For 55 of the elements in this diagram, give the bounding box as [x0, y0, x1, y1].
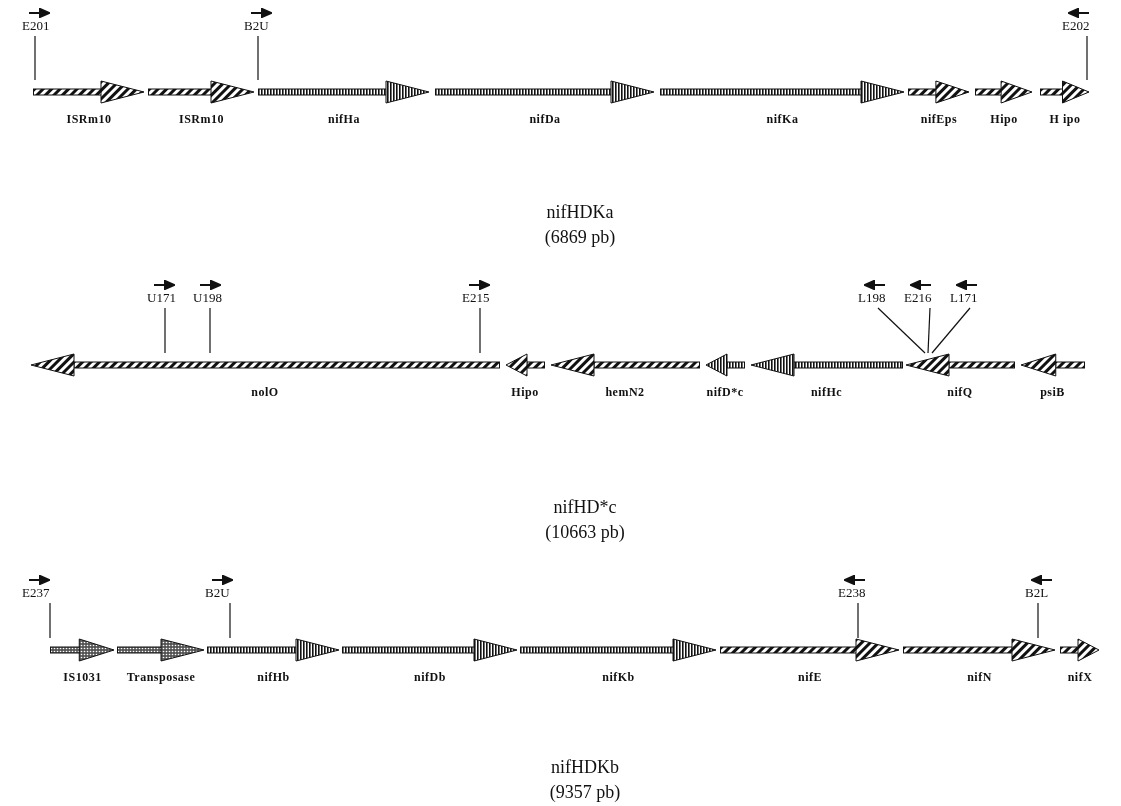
primer-name: L171: [950, 290, 978, 306]
leader-line: [34, 35, 36, 81]
gene-name: nifHa: [328, 112, 360, 127]
leader-line: [479, 307, 481, 354]
gene-name: nifDb: [414, 670, 446, 685]
gene-name: ISRm10: [66, 112, 112, 127]
primer-name: B2U: [244, 18, 269, 34]
gene-name: nifE: [798, 670, 822, 685]
gene-name: psiB: [1040, 385, 1065, 400]
gene-name: H ipo: [1049, 112, 1081, 127]
primer-name: E201: [22, 18, 50, 34]
gene-name: nifHc: [810, 385, 843, 400]
gene-name: Transposase: [126, 670, 196, 685]
gene-name: nifKb: [602, 670, 635, 685]
primer-name: E215: [462, 290, 490, 306]
gene-name: Hipo: [511, 385, 539, 400]
map-title: nifHDKb: [551, 757, 619, 778]
gene-name: hemN2: [605, 385, 645, 400]
gene-name: nifHb: [257, 670, 290, 685]
leader-line: [229, 602, 231, 639]
primer-name: B2L: [1025, 585, 1049, 601]
gene-name: IS1031: [63, 670, 102, 685]
map-title: nifHDKa: [546, 202, 614, 223]
leader-line: [931, 307, 971, 354]
map-size: (9357 pb): [549, 782, 621, 803]
primer-name: B2U: [205, 585, 230, 601]
leader-line: [209, 307, 211, 354]
gene-name: nifKa: [766, 112, 799, 127]
primer-name: E237: [22, 585, 50, 601]
leader-line: [1086, 35, 1088, 81]
primer-name: E202: [1062, 18, 1090, 34]
map-size: (10663 pb): [545, 522, 625, 543]
leader-line: [49, 602, 51, 639]
gene-name: ISRm10: [179, 112, 224, 127]
primer-name: U171: [147, 290, 176, 306]
gene-name: nolO: [251, 385, 279, 400]
gene-name: nifDa: [529, 112, 561, 127]
map-title: nifHD*c: [553, 497, 617, 518]
primer-name: U198: [193, 290, 222, 306]
gene-name: nifN: [967, 670, 992, 685]
gene-name: nifX: [1067, 670, 1093, 685]
gene-name: nifD*c: [706, 385, 744, 400]
leader-line: [877, 307, 926, 354]
primer-name: E238: [838, 585, 866, 601]
primer-name: E216: [904, 290, 932, 306]
map-size: (6869 pb): [544, 227, 616, 248]
gene-name: Hipo: [990, 112, 1018, 127]
leader-line: [857, 602, 859, 639]
gene-name: nifQ: [947, 385, 973, 400]
gene-name: nifEps: [920, 112, 958, 127]
leader-line: [927, 307, 931, 354]
leader-line: [164, 307, 166, 354]
primer-name: L198: [858, 290, 886, 306]
leader-line: [1037, 602, 1039, 639]
leader-line: [257, 35, 259, 81]
